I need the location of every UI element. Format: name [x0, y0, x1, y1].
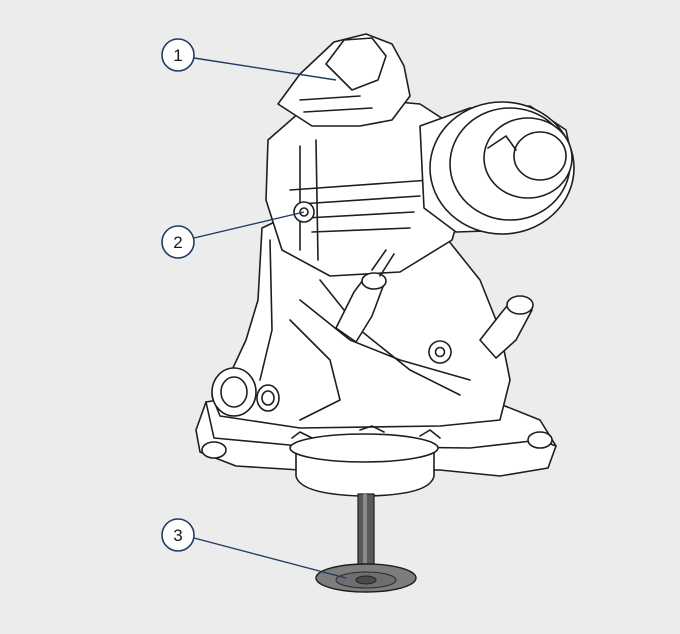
callout-1-label: 1	[173, 46, 182, 65]
coolant-pipe-right-end	[506, 295, 534, 315]
callout-3-label: 3	[173, 526, 182, 545]
valve-housing-top	[289, 433, 439, 463]
housing-rib-3	[289, 319, 341, 421]
actuator-fin-4	[311, 227, 411, 233]
callout-2: 2	[161, 225, 195, 259]
housing-rib-4	[319, 279, 461, 396]
flange-bolt-hole-right	[527, 431, 553, 449]
leader-line-3	[193, 537, 347, 579]
housing-rib-1	[259, 239, 273, 381]
callout-2-label: 2	[173, 233, 182, 252]
valve-stem-highlight	[363, 494, 367, 570]
connector-latch	[325, 37, 387, 91]
actuator-fin-6	[315, 139, 319, 261]
leader-line-2	[193, 211, 305, 239]
valve-housing-clips	[291, 425, 441, 439]
coolant-pipe-hose	[371, 249, 395, 277]
actuator-fin-1	[289, 179, 431, 191]
side-port-small-inner	[261, 390, 275, 406]
side-port-inner	[220, 376, 248, 408]
outlet-bore-inner	[513, 131, 567, 181]
actuator-fin-3	[305, 211, 415, 219]
bolt-lower-head	[434, 346, 446, 358]
connector-pins	[299, 95, 373, 113]
leader-line-1	[193, 57, 337, 81]
actuator-fin-2	[299, 195, 421, 205]
housing-rib-2	[299, 299, 471, 381]
outlet-bore-shading	[487, 135, 517, 151]
valve-plate-boss	[355, 575, 377, 585]
flange-bolt-hole-left	[201, 441, 227, 459]
electrical-connector	[277, 33, 411, 127]
coolant-pipe-left-end	[361, 272, 387, 290]
callout-1: 1	[161, 38, 195, 72]
callout-3: 3	[161, 518, 195, 552]
